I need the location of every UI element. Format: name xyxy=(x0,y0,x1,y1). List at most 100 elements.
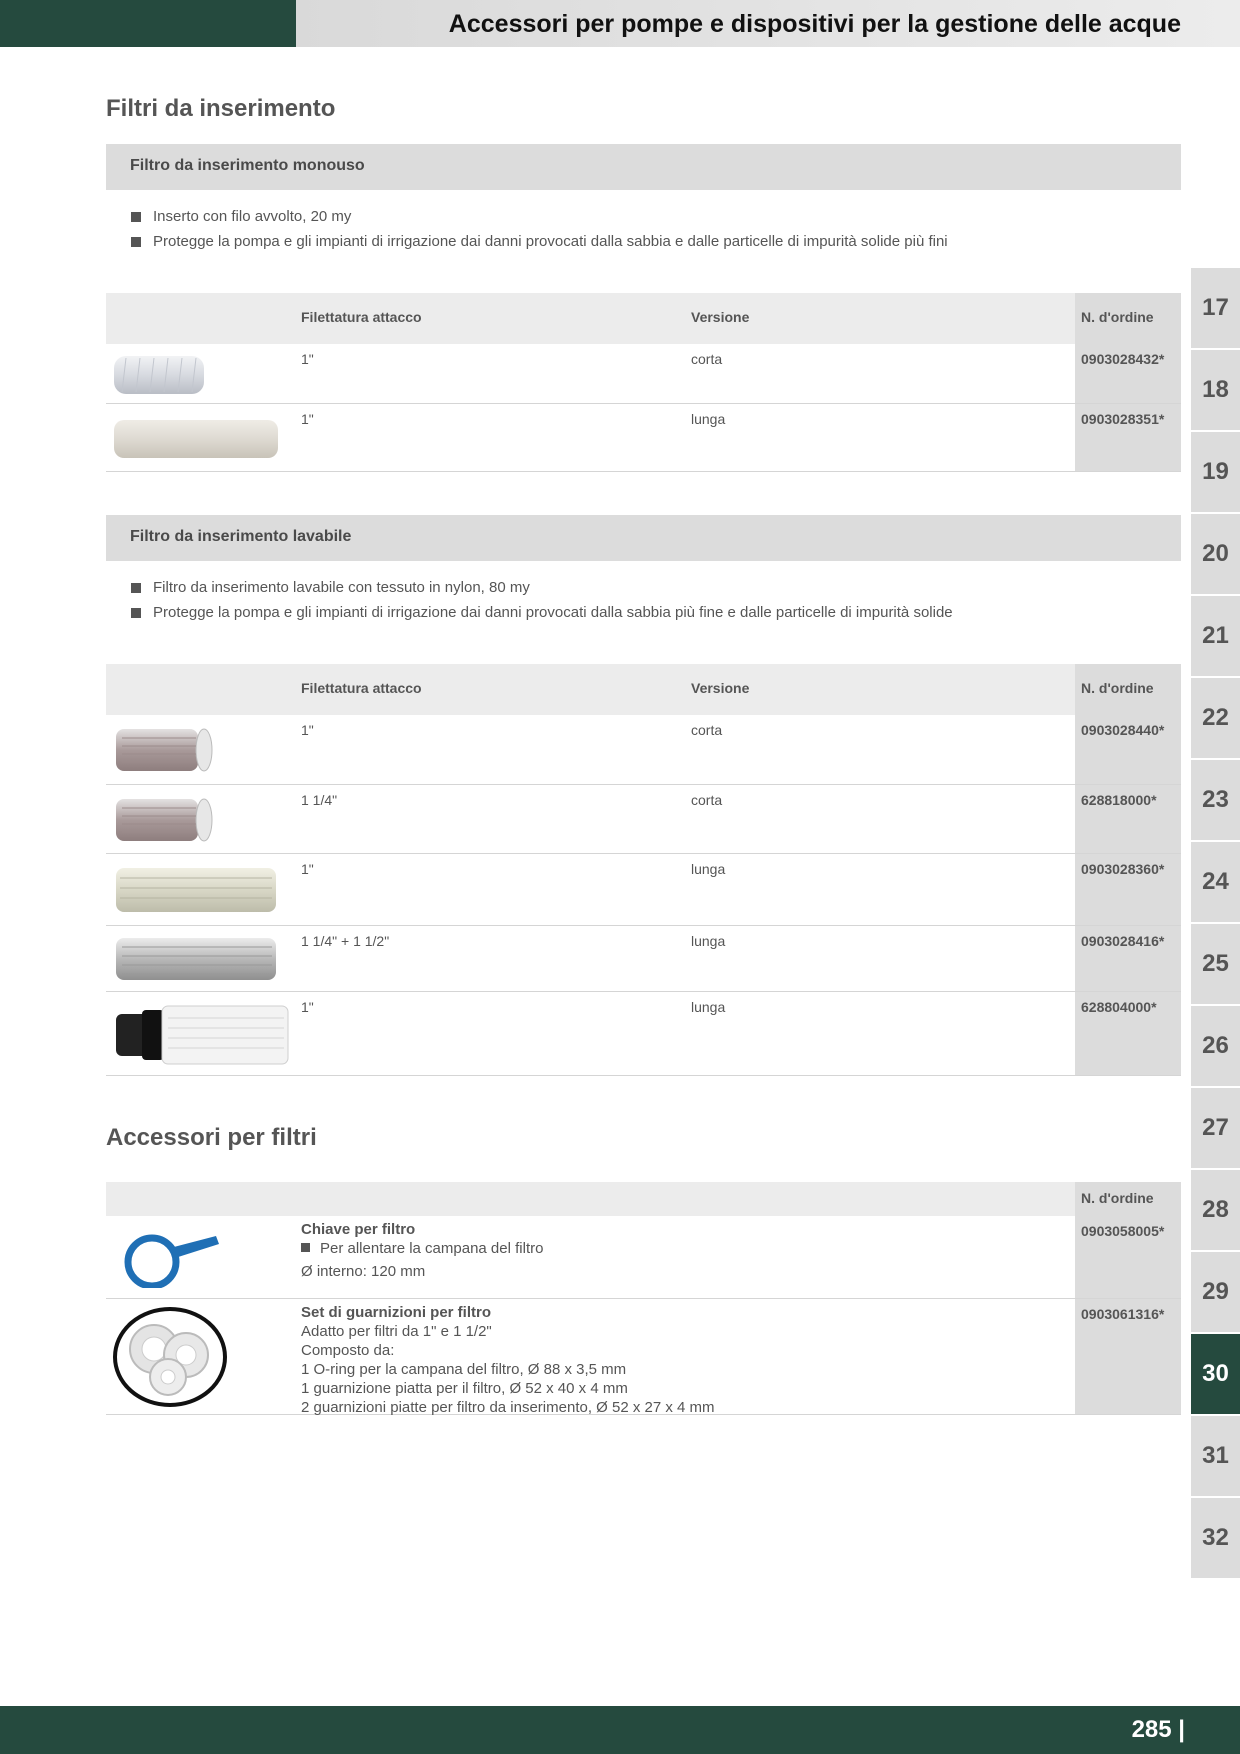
chapter-tab[interactable]: 27 xyxy=(1191,1088,1240,1168)
table-row: Set di guarnizioni per filtro Adatto per… xyxy=(106,1299,1181,1417)
column-header-thread: Filettatura attacco xyxy=(301,680,422,696)
product-detail: Adatto per filtri da 1" e 1 1/2" xyxy=(301,1323,492,1340)
product-detail: 1 guarnizione piatta per il filtro, Ø 52… xyxy=(301,1380,628,1397)
feature-text: Per allentare la campana del filtro xyxy=(320,1240,544,1257)
filter-cartridge-short-image xyxy=(114,356,204,394)
order-number: 0903061316* xyxy=(1081,1306,1165,1322)
table-row: Chiave per filtro Per allentare la campa… xyxy=(106,1216,1181,1299)
page-header-title: Accessori per pompe e dispositivi per la… xyxy=(448,10,1181,38)
feature-item: Protegge la pompa e gli impianti di irri… xyxy=(131,600,953,625)
chapter-tab[interactable]: 26 xyxy=(1191,1006,1240,1086)
chapter-tab[interactable]: 18 xyxy=(1191,350,1240,430)
mesh-filter-with-adapter-image xyxy=(116,1005,289,1065)
chapter-tab[interactable]: 31 xyxy=(1191,1416,1240,1496)
thread-cell: 1" xyxy=(301,999,314,1015)
column-header-thread: Filettatura attacco xyxy=(301,309,422,325)
chapter-tab[interactable]: 32 xyxy=(1191,1498,1240,1578)
chapter-tab[interactable]: 20 xyxy=(1191,514,1240,594)
product-name: Chiave per filtro xyxy=(301,1221,416,1238)
table-row: 1 1/4" + 1 1/2" lunga 0903028416* xyxy=(106,926,1181,992)
mesh-filter-long-grey-image xyxy=(116,938,276,980)
product-detail: 1 O-ring per la campana del filtro, Ø 88… xyxy=(301,1361,627,1378)
feature-item: Inserto con filo avvolto, 20 my xyxy=(131,204,948,229)
mesh-filter-short-image xyxy=(116,798,213,842)
chapter-tab[interactable]: 22 xyxy=(1191,678,1240,758)
chapter-tab[interactable]: 29 xyxy=(1191,1252,1240,1332)
feature-list-disposable: Inserto con filo avvolto, 20 my Protegge… xyxy=(131,204,948,254)
filter-cartridge-long-image xyxy=(114,420,278,458)
version-cell: corta xyxy=(691,351,723,367)
table-row: 1 1/4" corta 628818000* xyxy=(106,785,1181,854)
column-header-order: N. d'ordine xyxy=(1081,1190,1154,1206)
order-number: 0903028360* xyxy=(1081,861,1165,877)
chapter-tab[interactable]: 17 xyxy=(1191,268,1240,348)
version-cell: corta xyxy=(691,722,723,738)
bullet-square-icon xyxy=(301,1243,310,1252)
mesh-filter-short-image xyxy=(116,728,213,772)
product-detail: Ø interno: 120 mm xyxy=(301,1263,426,1280)
order-number: 0903058005* xyxy=(1081,1223,1165,1239)
chapter-tab[interactable]: 19 xyxy=(1191,432,1240,512)
table-header: Filettatura attacco Versione N. d'ordine xyxy=(106,293,1181,344)
product-name: Set di guarnizioni per filtro xyxy=(301,1304,492,1321)
table-row: 1" lunga 0903028351* xyxy=(106,404,1181,472)
product-detail: 2 guarnizioni piatte per filtro da inser… xyxy=(301,1399,715,1416)
thread-cell: 1" xyxy=(301,351,314,367)
thread-cell: 1" xyxy=(301,861,314,877)
subsection-bar-washable: Filtro da inserimento lavabile xyxy=(106,515,1181,561)
version-cell: corta xyxy=(691,792,723,808)
header-bar xyxy=(296,0,1240,47)
filter-wrench-image xyxy=(124,1234,219,1288)
feature-item: Protegge la pompa e gli impianti di irri… xyxy=(131,229,948,254)
column-header-order: N. d'ordine xyxy=(1081,309,1154,325)
page-number: 285 | xyxy=(1131,1716,1185,1743)
order-number: 0903028440* xyxy=(1081,722,1165,738)
column-header-version: Versione xyxy=(691,680,750,696)
subsection-title: Filtro da inserimento monouso xyxy=(130,157,365,174)
subsection-bar-disposable: Filtro da inserimento monouso xyxy=(106,144,1181,190)
table-row: 1" lunga 628804000* xyxy=(106,992,1181,1076)
subsection-title: Filtro da inserimento lavabile xyxy=(130,528,352,545)
product-table-disposable: Filettatura attacco Versione N. d'ordine… xyxy=(106,293,1181,472)
chapter-tab[interactable]: 28 xyxy=(1191,1170,1240,1250)
chapter-tab[interactable]: 25 xyxy=(1191,924,1240,1004)
thread-cell: 1" xyxy=(301,411,314,427)
table-row: 1" corta 0903028432* xyxy=(106,344,1181,404)
chapter-tab[interactable]: 30 xyxy=(1191,1334,1240,1414)
table-header: Filettatura attacco Versione N. d'ordine xyxy=(106,664,1181,715)
mesh-filter-long-image xyxy=(116,868,276,912)
gasket-set-image xyxy=(113,1307,227,1407)
thread-cell: 1 1/4" xyxy=(301,792,338,808)
section-title-filters: Filtri da inserimento xyxy=(106,95,336,122)
chapter-tab[interactable]: 24 xyxy=(1191,842,1240,922)
page-footer: 285 | xyxy=(0,1706,1240,1754)
column-header-order: N. d'ordine xyxy=(1081,680,1154,696)
feature-item: Per allentare la campana del filtro xyxy=(301,1239,543,1258)
table-row: 1" lunga 0903028360* xyxy=(106,854,1181,926)
feature-list-washable: Filtro da inserimento lavabile con tessu… xyxy=(131,575,953,625)
product-description: Set di guarnizioni per filtro Adatto per… xyxy=(301,1303,715,1417)
order-number: 628818000* xyxy=(1081,792,1157,808)
table-header: N. d'ordine xyxy=(106,1182,1181,1216)
product-detail: Composto da: xyxy=(301,1342,395,1359)
version-cell: lunga xyxy=(691,933,726,949)
version-cell: lunga xyxy=(691,861,726,877)
thread-cell: 1 1/4" + 1 1/2" xyxy=(301,933,390,949)
table-row: 1" corta 0903028440* xyxy=(106,715,1181,785)
product-table-washable: Filettatura attacco Versione N. d'ordine… xyxy=(106,664,1181,1076)
product-description: Chiave per filtro Per allentare la campa… xyxy=(301,1220,543,1281)
accessories-table: N. d'ordine Chiave per filtro Per allent… xyxy=(106,1182,1181,1417)
feature-item: Filtro da inserimento lavabile con tessu… xyxy=(131,575,953,600)
header-accent-bar xyxy=(0,0,296,47)
chapter-tab[interactable]: 23 xyxy=(1191,760,1240,840)
order-number: 0903028432* xyxy=(1081,351,1165,367)
order-number: 628804000* xyxy=(1081,999,1157,1015)
order-number: 0903028351* xyxy=(1081,411,1165,427)
order-number: 0903028416* xyxy=(1081,933,1165,949)
thread-cell: 1" xyxy=(301,722,314,738)
version-cell: lunga xyxy=(691,411,726,427)
section-title-accessories: Accessori per filtri xyxy=(106,1124,317,1151)
version-cell: lunga xyxy=(691,999,726,1015)
chapter-tab[interactable]: 21 xyxy=(1191,596,1240,676)
